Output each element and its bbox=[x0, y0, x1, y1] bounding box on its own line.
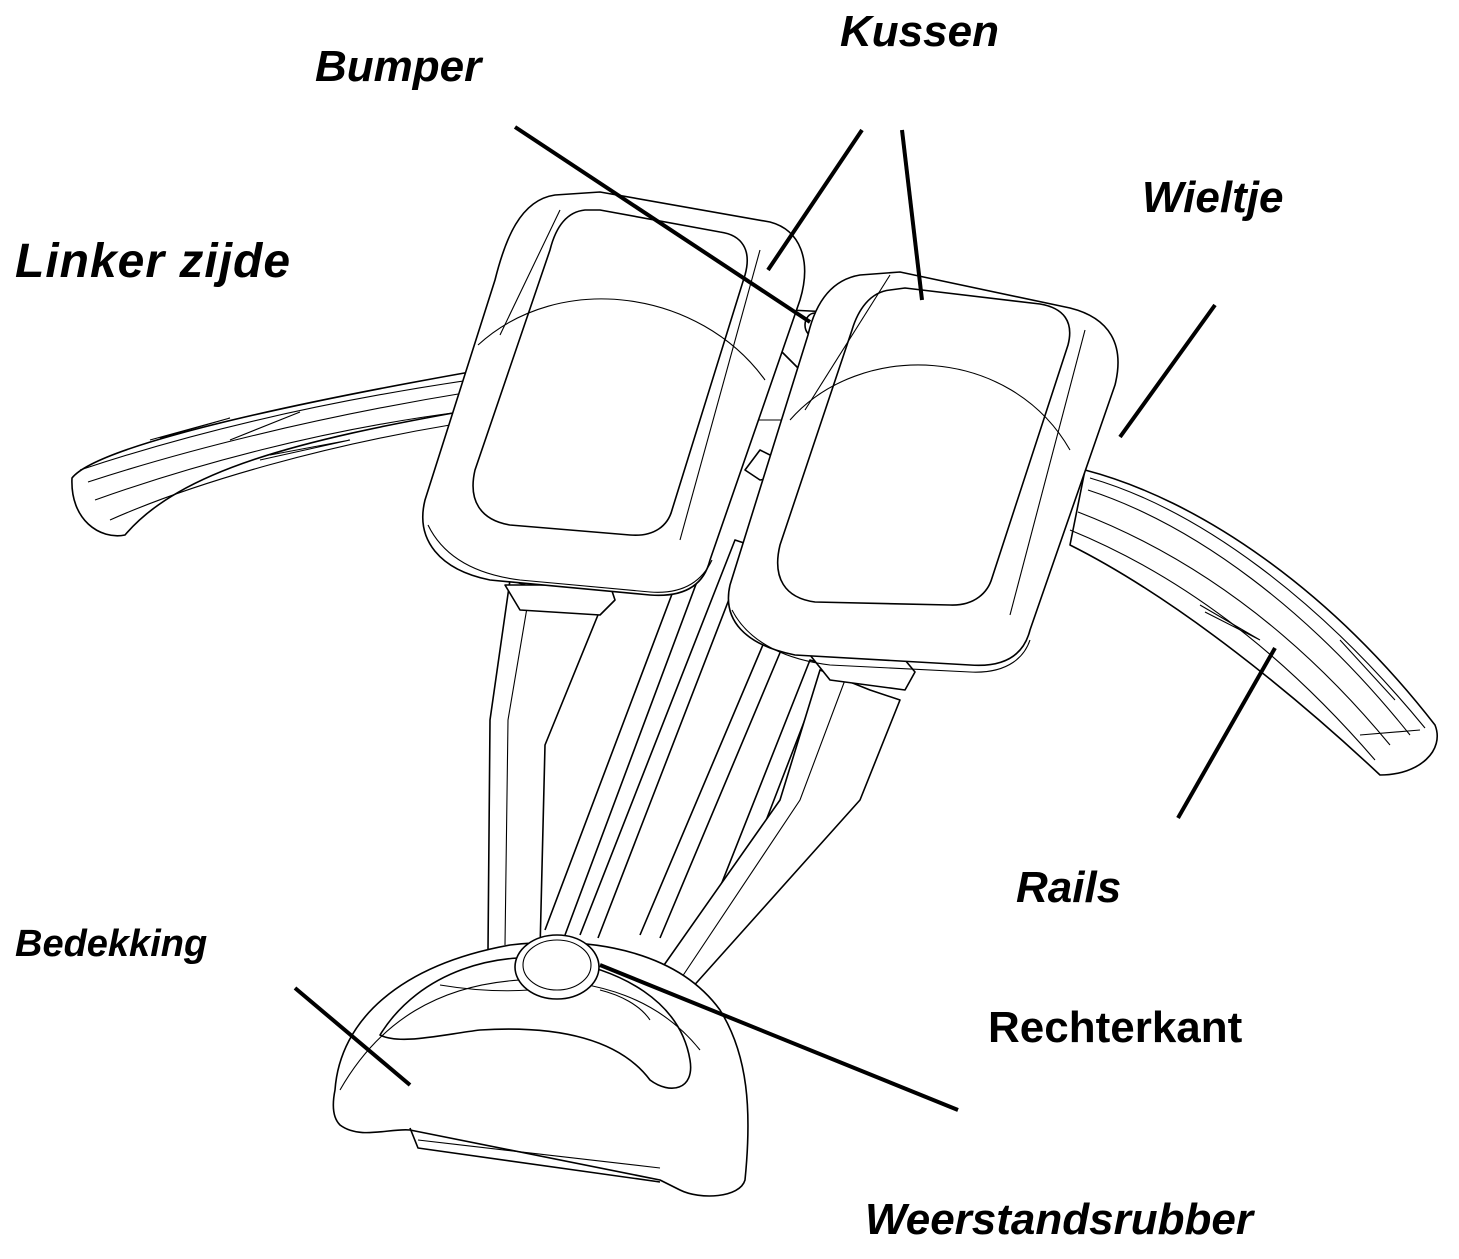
leader-lines bbox=[293, 125, 1277, 1112]
label-bumper: Bumper bbox=[315, 42, 482, 91]
leader-rails bbox=[1176, 647, 1277, 819]
label-weerstandsrubber: Weerstandsrubber bbox=[865, 1195, 1253, 1244]
label-linker-zijde: Linker zijde bbox=[15, 235, 292, 288]
rail-drawing bbox=[71, 371, 1438, 776]
right-cushion-drawing bbox=[727, 271, 1119, 673]
leader-bumper bbox=[513, 125, 812, 324]
label-rechterkant: Rechterkant bbox=[988, 1003, 1243, 1052]
label-wieltje: Wieltje bbox=[1142, 173, 1284, 222]
leader-wieltje bbox=[1118, 303, 1217, 439]
frame-drawing bbox=[487, 309, 916, 991]
label-kussen: Kussen bbox=[840, 7, 999, 56]
base-cover-drawing bbox=[332, 934, 749, 1197]
label-bedekking: Bedekking bbox=[15, 923, 208, 965]
label-rails: Rails bbox=[1016, 863, 1122, 912]
leader-weerstandsrubber bbox=[599, 963, 959, 1112]
left-cushion-drawing bbox=[422, 191, 806, 597]
leader-kussen-left bbox=[766, 128, 864, 272]
leader-kussen-right bbox=[900, 129, 924, 301]
leader-bedekking bbox=[293, 986, 412, 1087]
